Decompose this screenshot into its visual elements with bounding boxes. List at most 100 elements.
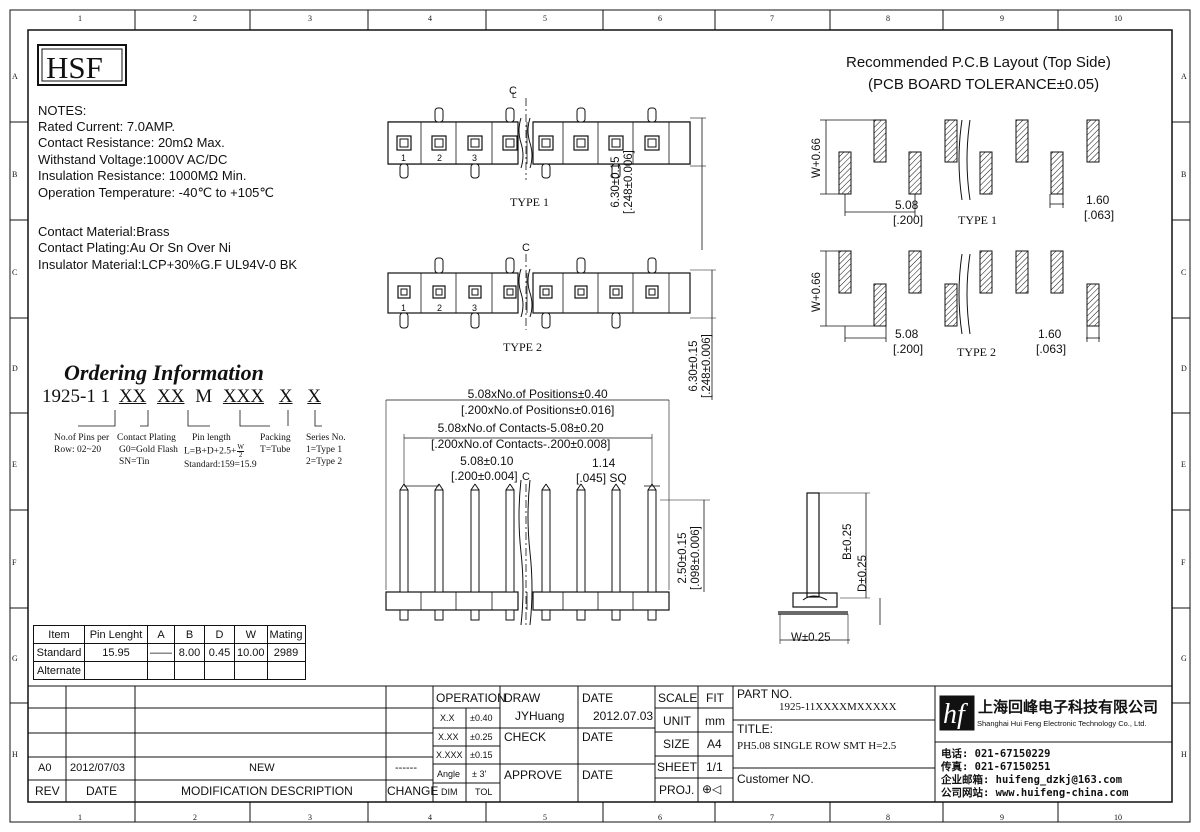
grid-column-label: 2 <box>193 813 197 822</box>
contact-square <box>645 285 659 299</box>
contact-inner <box>399 138 409 148</box>
pin-tip <box>505 483 511 491</box>
dim-pitch-mm: 5.08±0.10 <box>460 454 514 468</box>
th-a: A <box>147 625 175 644</box>
pcb-pad-1-in: [.063] <box>1084 208 1115 222</box>
pcb-w-label-2: W+0.66 <box>811 272 823 312</box>
table-row: Alternate <box>33 661 306 680</box>
tb-part-no-label: PART NO. <box>737 687 793 701</box>
pcb-pad-1: 1.60 [.063] <box>1084 193 1114 223</box>
company-web: 公司网站: www.huifeng-china.com <box>941 787 1129 799</box>
side-view-curve <box>802 595 828 601</box>
hsf-logo: HSF <box>46 50 103 85</box>
dim-height-1-mm: 6.30±0.15 <box>610 156 622 208</box>
grid-column-label: 6 <box>658 14 662 23</box>
pin-tip <box>580 483 586 491</box>
dim-pin-in: [.098±0.006] <box>690 526 702 590</box>
table-row: Standard 15.95 —— 8.00 0.45 10.00 2989 <box>33 643 306 662</box>
pin-tip <box>541 483 547 491</box>
pinlen-formula: L=B+D+2.5+ <box>184 446 237 457</box>
pcb-pitch-2-mm: 5.08 <box>895 327 919 341</box>
pin-tip <box>474 483 480 491</box>
contact-square <box>609 285 623 299</box>
pcb-pitch-1-in: [.200] <box>893 213 924 227</box>
tb-scale: SCALE <box>658 691 698 705</box>
tb-part-no: 1925-11XXXXMXXXXX <box>779 701 897 713</box>
pcb-type2-label: TYPE 2 <box>957 345 996 359</box>
cell-mating <box>266 661 306 680</box>
tb-check: CHECK <box>504 730 547 744</box>
dim-contacts-mm: 5.08xNo.of Contacts-5.08±0.20 <box>437 421 604 435</box>
table-header-row: Item Pin Lenght A B D W Mating <box>33 625 306 644</box>
dim-contacts-in: [.200xNo.of Contacts-.200±0.008] <box>431 437 611 451</box>
pinlen-frac-num: W <box>237 443 244 452</box>
pcb-pad <box>1015 250 1029 294</box>
contact-inner <box>542 288 550 296</box>
smt-tab <box>647 257 657 274</box>
pin-spec-table: Item Pin Lenght A B D W Mating Standard … <box>33 625 306 680</box>
th-item: Item <box>33 625 85 644</box>
grid-column-label: 6 <box>658 813 662 822</box>
legend-plating-2: G0=Gold Flash <box>119 445 178 455</box>
note-line: Rated Current: 7.0AMP. <box>38 119 176 134</box>
grid-column-label: 5 <box>543 813 547 822</box>
pcb-pad <box>944 283 958 327</box>
pin-tip <box>434 483 440 491</box>
front-pin-foot <box>399 609 409 621</box>
break-mark <box>527 268 533 318</box>
pin-num-2: 2 <box>437 153 443 163</box>
smt-tab <box>434 257 444 274</box>
pcb-pad <box>873 119 887 163</box>
pin-tip <box>576 483 582 491</box>
grid-column-label: 7 <box>770 813 774 822</box>
contact-square <box>397 285 411 299</box>
contact-inner <box>612 288 620 296</box>
grid-row-label: G <box>12 654 18 663</box>
grid-column-label: 1 <box>78 14 82 23</box>
th-d: D <box>204 625 235 644</box>
company-email: 企业邮箱: huifeng_dzkj@163.com <box>941 774 1123 786</box>
contact-square <box>503 285 517 299</box>
contact-square <box>644 135 660 151</box>
front-pin <box>399 489 409 593</box>
cell-a <box>147 661 175 680</box>
front-pin-foot <box>505 609 515 621</box>
contact-square <box>467 135 483 151</box>
code-packing: X <box>278 386 293 407</box>
pcb-pitch-1-mm: 5.08 <box>895 198 919 212</box>
front-pin <box>505 489 515 593</box>
pcb-pitch-1: 5.08 [.200] <box>893 198 923 228</box>
pcb-pad <box>1050 250 1064 294</box>
front-pin <box>434 489 444 593</box>
pcb-pad <box>1086 119 1100 163</box>
smt-tab <box>647 107 657 123</box>
cell-a: —— <box>147 643 175 662</box>
grid-column-label: 7 <box>770 14 774 23</box>
centerline-mark-3: C <box>522 471 530 483</box>
front-pin-foot <box>611 609 621 621</box>
tb-change-value: ------ <box>395 762 417 774</box>
tb-title-label: TITLE: <box>737 722 774 736</box>
tb-tol-angle-val: ± 3' <box>472 769 487 779</box>
code-prefix: 1925-1 1 <box>42 386 111 407</box>
ordering-code: 1925-1 1 XX XX M XXX X X <box>42 387 321 406</box>
tb-tol-xx: X.X <box>440 713 455 723</box>
pcb-title-2: (PCB BOARD TOLERANCE±0.05) <box>868 76 1100 93</box>
smt-tab <box>611 163 621 179</box>
pcb-pad <box>979 151 993 195</box>
cell-mating: 2989 <box>266 643 306 662</box>
grid-column-label: 8 <box>886 14 890 23</box>
code-plating: XX <box>157 386 185 407</box>
pin-tip <box>399 483 405 491</box>
tb-proj: PROJ. <box>659 783 695 797</box>
pcb-w-label-1: W+0.66 <box>811 138 823 178</box>
break-mark <box>518 268 524 318</box>
smt-tab <box>470 312 480 329</box>
pin-tip <box>611 483 617 491</box>
pin-num-1b: 1 <box>401 303 407 313</box>
legend-series-3: 2=Type 2 <box>306 457 343 467</box>
dim-sq-in: [.045] SQ <box>576 471 627 485</box>
th-w: W <box>234 625 268 644</box>
contact-square <box>608 135 624 151</box>
